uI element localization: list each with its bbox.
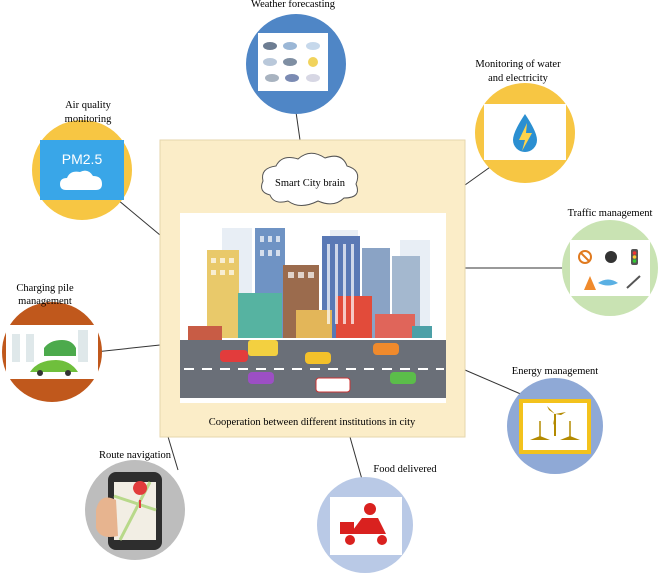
weather-icon: [263, 42, 320, 82]
pm25-text: PM2.5: [62, 151, 103, 167]
module-weather: [246, 14, 346, 114]
cloud-icon: [60, 170, 102, 190]
air-label-line2: monitoring: [65, 114, 112, 125]
food-label: Food delivered: [373, 464, 437, 475]
module-air-quality: PM2.5: [32, 120, 132, 220]
module-water: [475, 83, 575, 183]
module-traffic: [562, 220, 658, 316]
module-food: [317, 477, 413, 573]
delivery-scooter-icon: [340, 503, 387, 545]
energy-label: Energy management: [512, 366, 598, 377]
module-energy: [507, 378, 603, 474]
water-drop-lightning-icon: [513, 114, 537, 152]
charging-label-line1: Charging pile: [16, 283, 74, 294]
phone-map-icon: [96, 472, 162, 550]
charging-label-line2: management: [18, 296, 72, 307]
module-route: [85, 460, 185, 560]
wind-turbine-icon: [523, 403, 587, 450]
cooperation-caption: Cooperation between different institutio…: [209, 417, 416, 428]
brain-cloud: [261, 152, 359, 206]
route-label: Route navigation: [99, 450, 172, 461]
brain-label: Smart City brain: [275, 178, 346, 189]
module-charging: [2, 302, 102, 402]
charging-car-icon: [12, 330, 88, 376]
pm25-cloud-icon: [40, 140, 124, 200]
weather-label: Weather forecasting: [251, 0, 336, 10]
water-label-line2: and electricity: [488, 73, 549, 84]
city-illustration: [180, 213, 446, 403]
water-label-line1: Monitoring of water: [475, 59, 561, 70]
air-label-line1: Air quality: [65, 100, 112, 111]
traffic-label: Traffic management: [568, 208, 653, 219]
traffic-signs-icon: [578, 249, 641, 290]
